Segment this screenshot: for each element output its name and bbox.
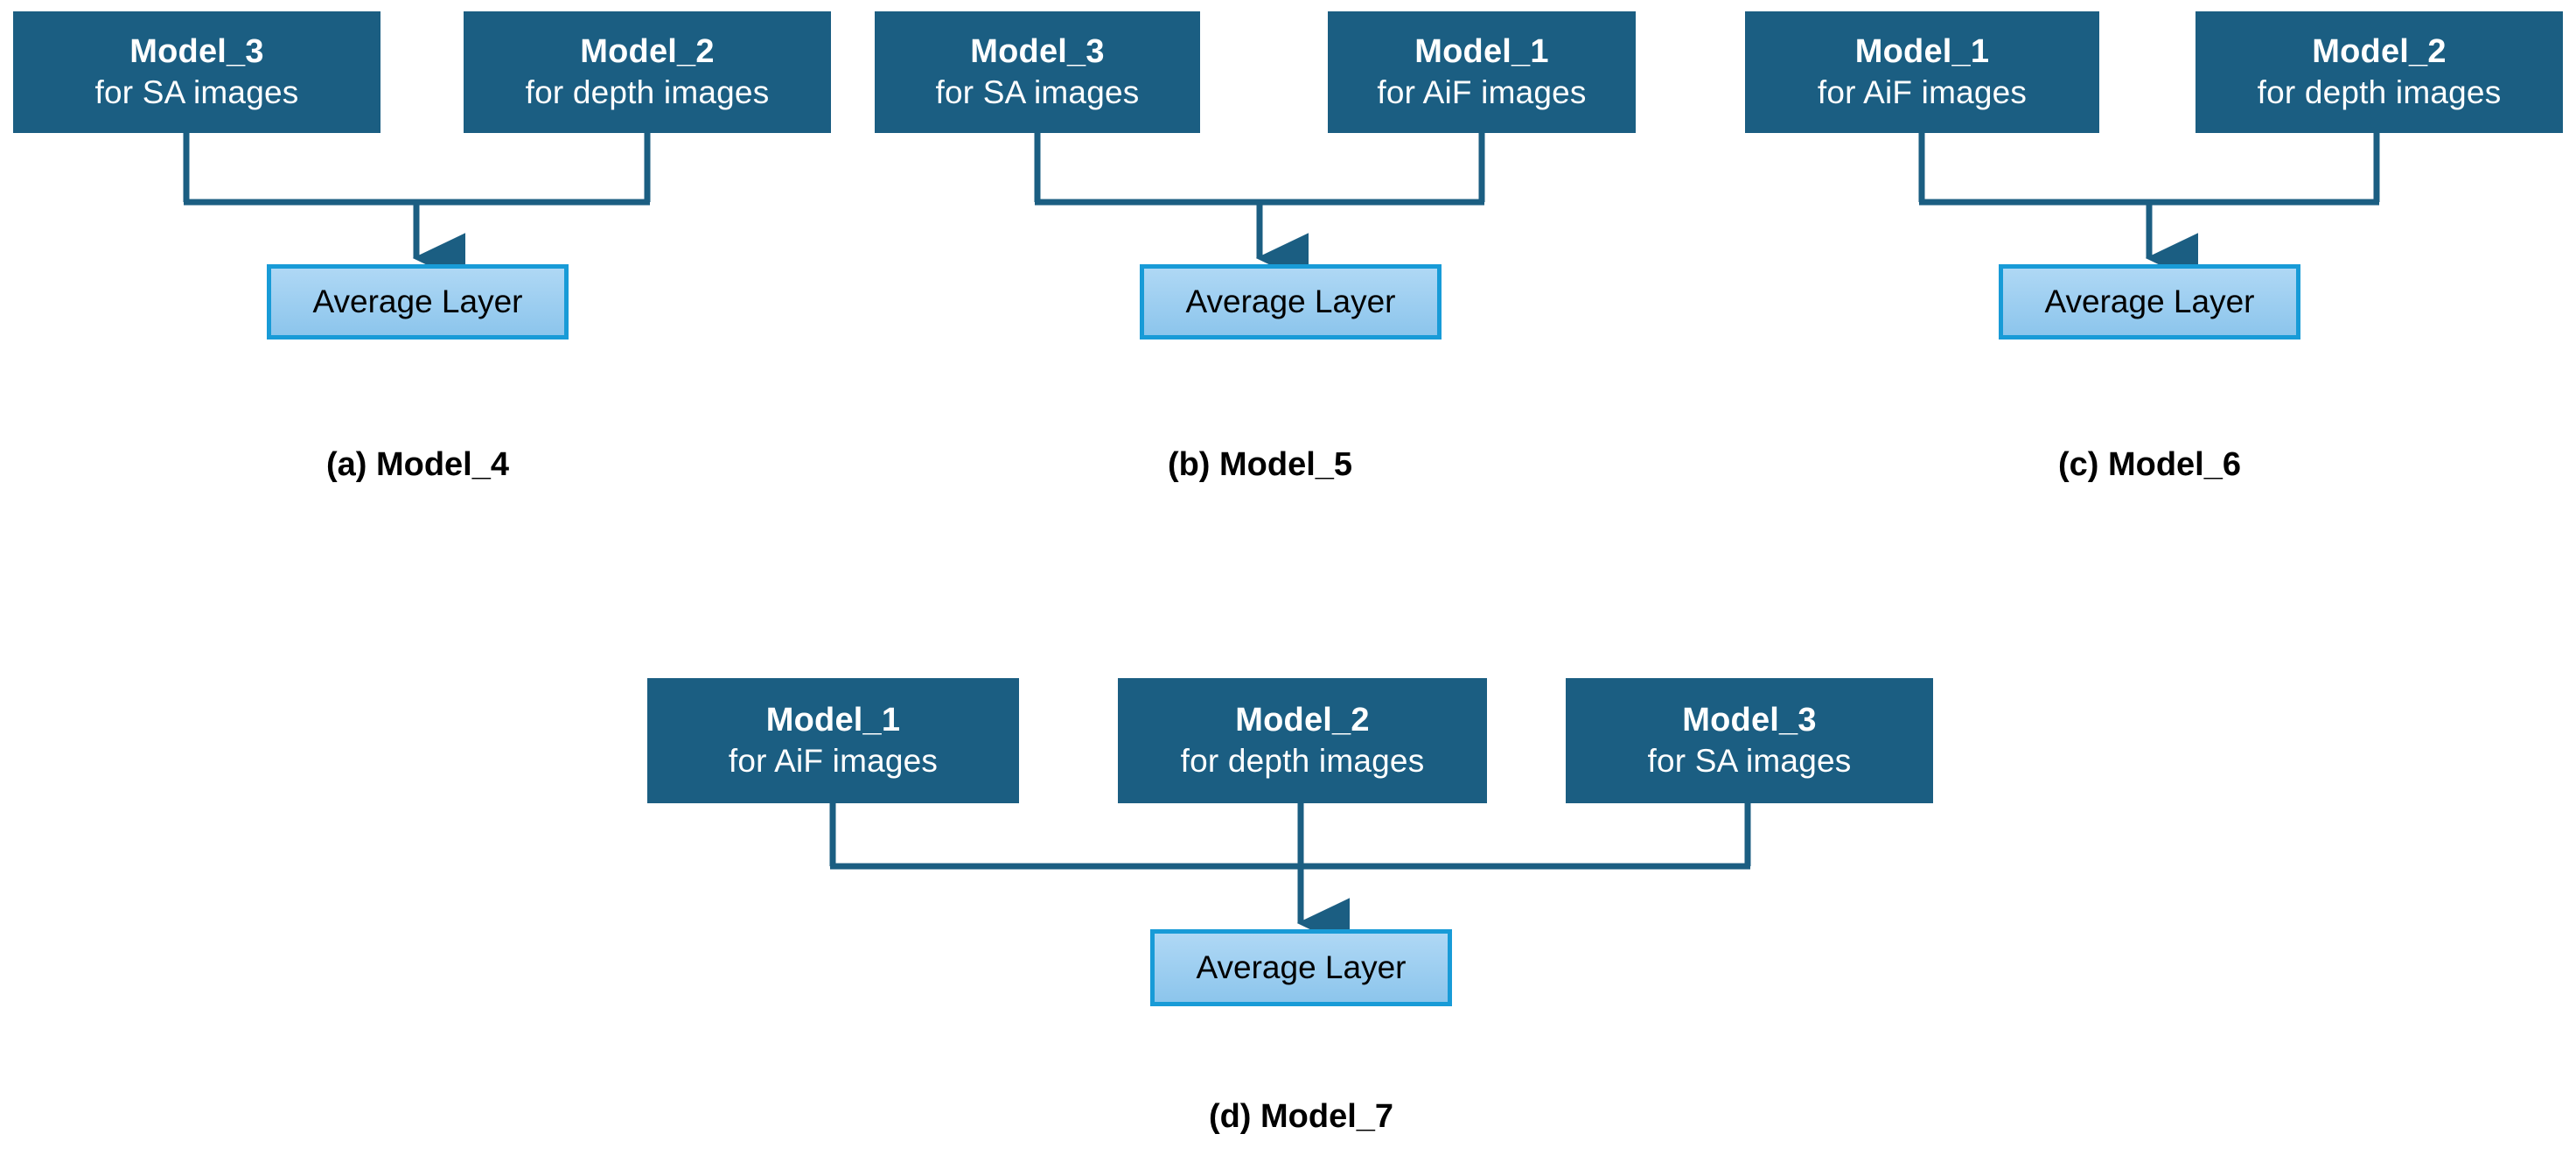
panel-b-input-box-1[interactable]: Model_3 for SA images	[875, 11, 1200, 133]
model-box-title: Model_3	[1682, 702, 1817, 739]
panel-d-caption: (d) Model_7	[1208, 1098, 1394, 1135]
panel-d-connectors	[829, 803, 1751, 948]
panel-a-caption: (a) Model_4	[325, 446, 510, 483]
model-box-title: Model_1	[1854, 33, 1990, 71]
panel-b-connectors	[1034, 133, 1485, 284]
model-box-title: Model_3	[970, 33, 1105, 71]
panel-b-input-box-2[interactable]: Model_1 for AiF images	[1328, 11, 1636, 133]
model-box-title: Model_1	[765, 702, 901, 739]
model-box-subtitle: for SA images	[1647, 743, 1852, 780]
model-box-subtitle: for depth images	[1180, 743, 1425, 780]
panel-c-average-layer-box[interactable]: Average Layer	[1999, 264, 2300, 340]
panel-a-average-layer-box[interactable]: Average Layer	[267, 264, 569, 340]
panel-c-input-box-1[interactable]: Model_1 for AiF images	[1745, 11, 2099, 133]
model-box-title: Model_3	[129, 33, 264, 71]
model-box-subtitle: for depth images	[525, 74, 770, 111]
model-box-subtitle: for AiF images	[728, 743, 939, 780]
panel-d-average-layer-box[interactable]: Average Layer	[1150, 929, 1452, 1006]
model-box-subtitle: for AiF images	[1817, 74, 2028, 111]
panel-b-caption: (b) Model_5	[1167, 446, 1353, 483]
model-box-subtitle: for AiF images	[1377, 74, 1587, 111]
average-layer-label: Average Layer	[2044, 284, 2255, 319]
model-box-subtitle: for SA images	[94, 74, 299, 111]
model-box-subtitle: for SA images	[935, 74, 1140, 111]
model-box-title: Model_2	[2312, 33, 2447, 71]
panel-a-input-box-2[interactable]: Model_2 for depth images	[464, 11, 831, 133]
panel-a-input-box-1[interactable]: Model_3 for SA images	[13, 11, 380, 133]
average-layer-label: Average Layer	[312, 284, 523, 319]
panel-d-input-box-2[interactable]: Model_2 for depth images	[1118, 678, 1487, 803]
average-layer-label: Average Layer	[1196, 949, 1407, 985]
model-box-title: Model_1	[1414, 33, 1549, 71]
average-layer-label: Average Layer	[1185, 284, 1396, 319]
panel-a-connectors	[183, 133, 651, 284]
model-box-subtitle: for depth images	[2257, 74, 2502, 111]
panel-c-caption: (c) Model_6	[2057, 446, 2242, 483]
panel-c-connectors	[1918, 133, 2380, 284]
panel-c-input-box-2[interactable]: Model_2 for depth images	[2196, 11, 2563, 133]
panel-b-average-layer-box[interactable]: Average Layer	[1140, 264, 1442, 340]
panel-d-input-box-1[interactable]: Model_1 for AiF images	[647, 678, 1019, 803]
model-box-title: Model_2	[1235, 702, 1370, 739]
model-box-title: Model_2	[580, 33, 715, 71]
panel-d-input-box-3[interactable]: Model_3 for SA images	[1566, 678, 1933, 803]
